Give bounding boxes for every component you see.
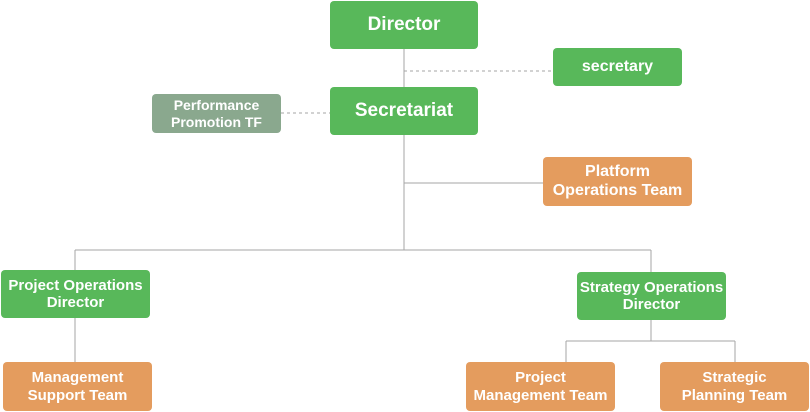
secretariat-label: Secretariat — [354, 100, 454, 122]
management-support-box: Management Support Team — [3, 362, 152, 411]
secretary-box: secretary — [553, 48, 682, 86]
strategic-planning-label: Strategic Planning Team — [681, 369, 788, 404]
platform-ops-box: Platform Operations Team — [543, 157, 692, 206]
secretariat-box: Secretariat — [330, 87, 478, 135]
project-management-label: Project Management Team — [473, 369, 608, 404]
strategy-ops-director-box: Strategy Operations Director — [577, 272, 726, 320]
project-ops-director-box: Project Operations Director — [1, 270, 150, 318]
performance-tf-box: Performance Promotion TF — [152, 94, 281, 133]
management-support-label: Management Support Team — [27, 369, 128, 404]
director-label: Director — [367, 14, 441, 36]
project-ops-director-label: Project Operations Director — [8, 276, 143, 311]
project-management-box: Project Management Team — [466, 362, 615, 411]
platform-ops-label: Platform Operations Team — [552, 163, 683, 199]
director-box: Director — [330, 1, 478, 49]
strategy-ops-director-label: Strategy Operations Director — [579, 278, 724, 313]
strategic-planning-box: Strategic Planning Team — [660, 362, 809, 411]
performance-tf-label: Performance Promotion TF — [171, 97, 262, 130]
secretary-label: secretary — [581, 57, 654, 75]
